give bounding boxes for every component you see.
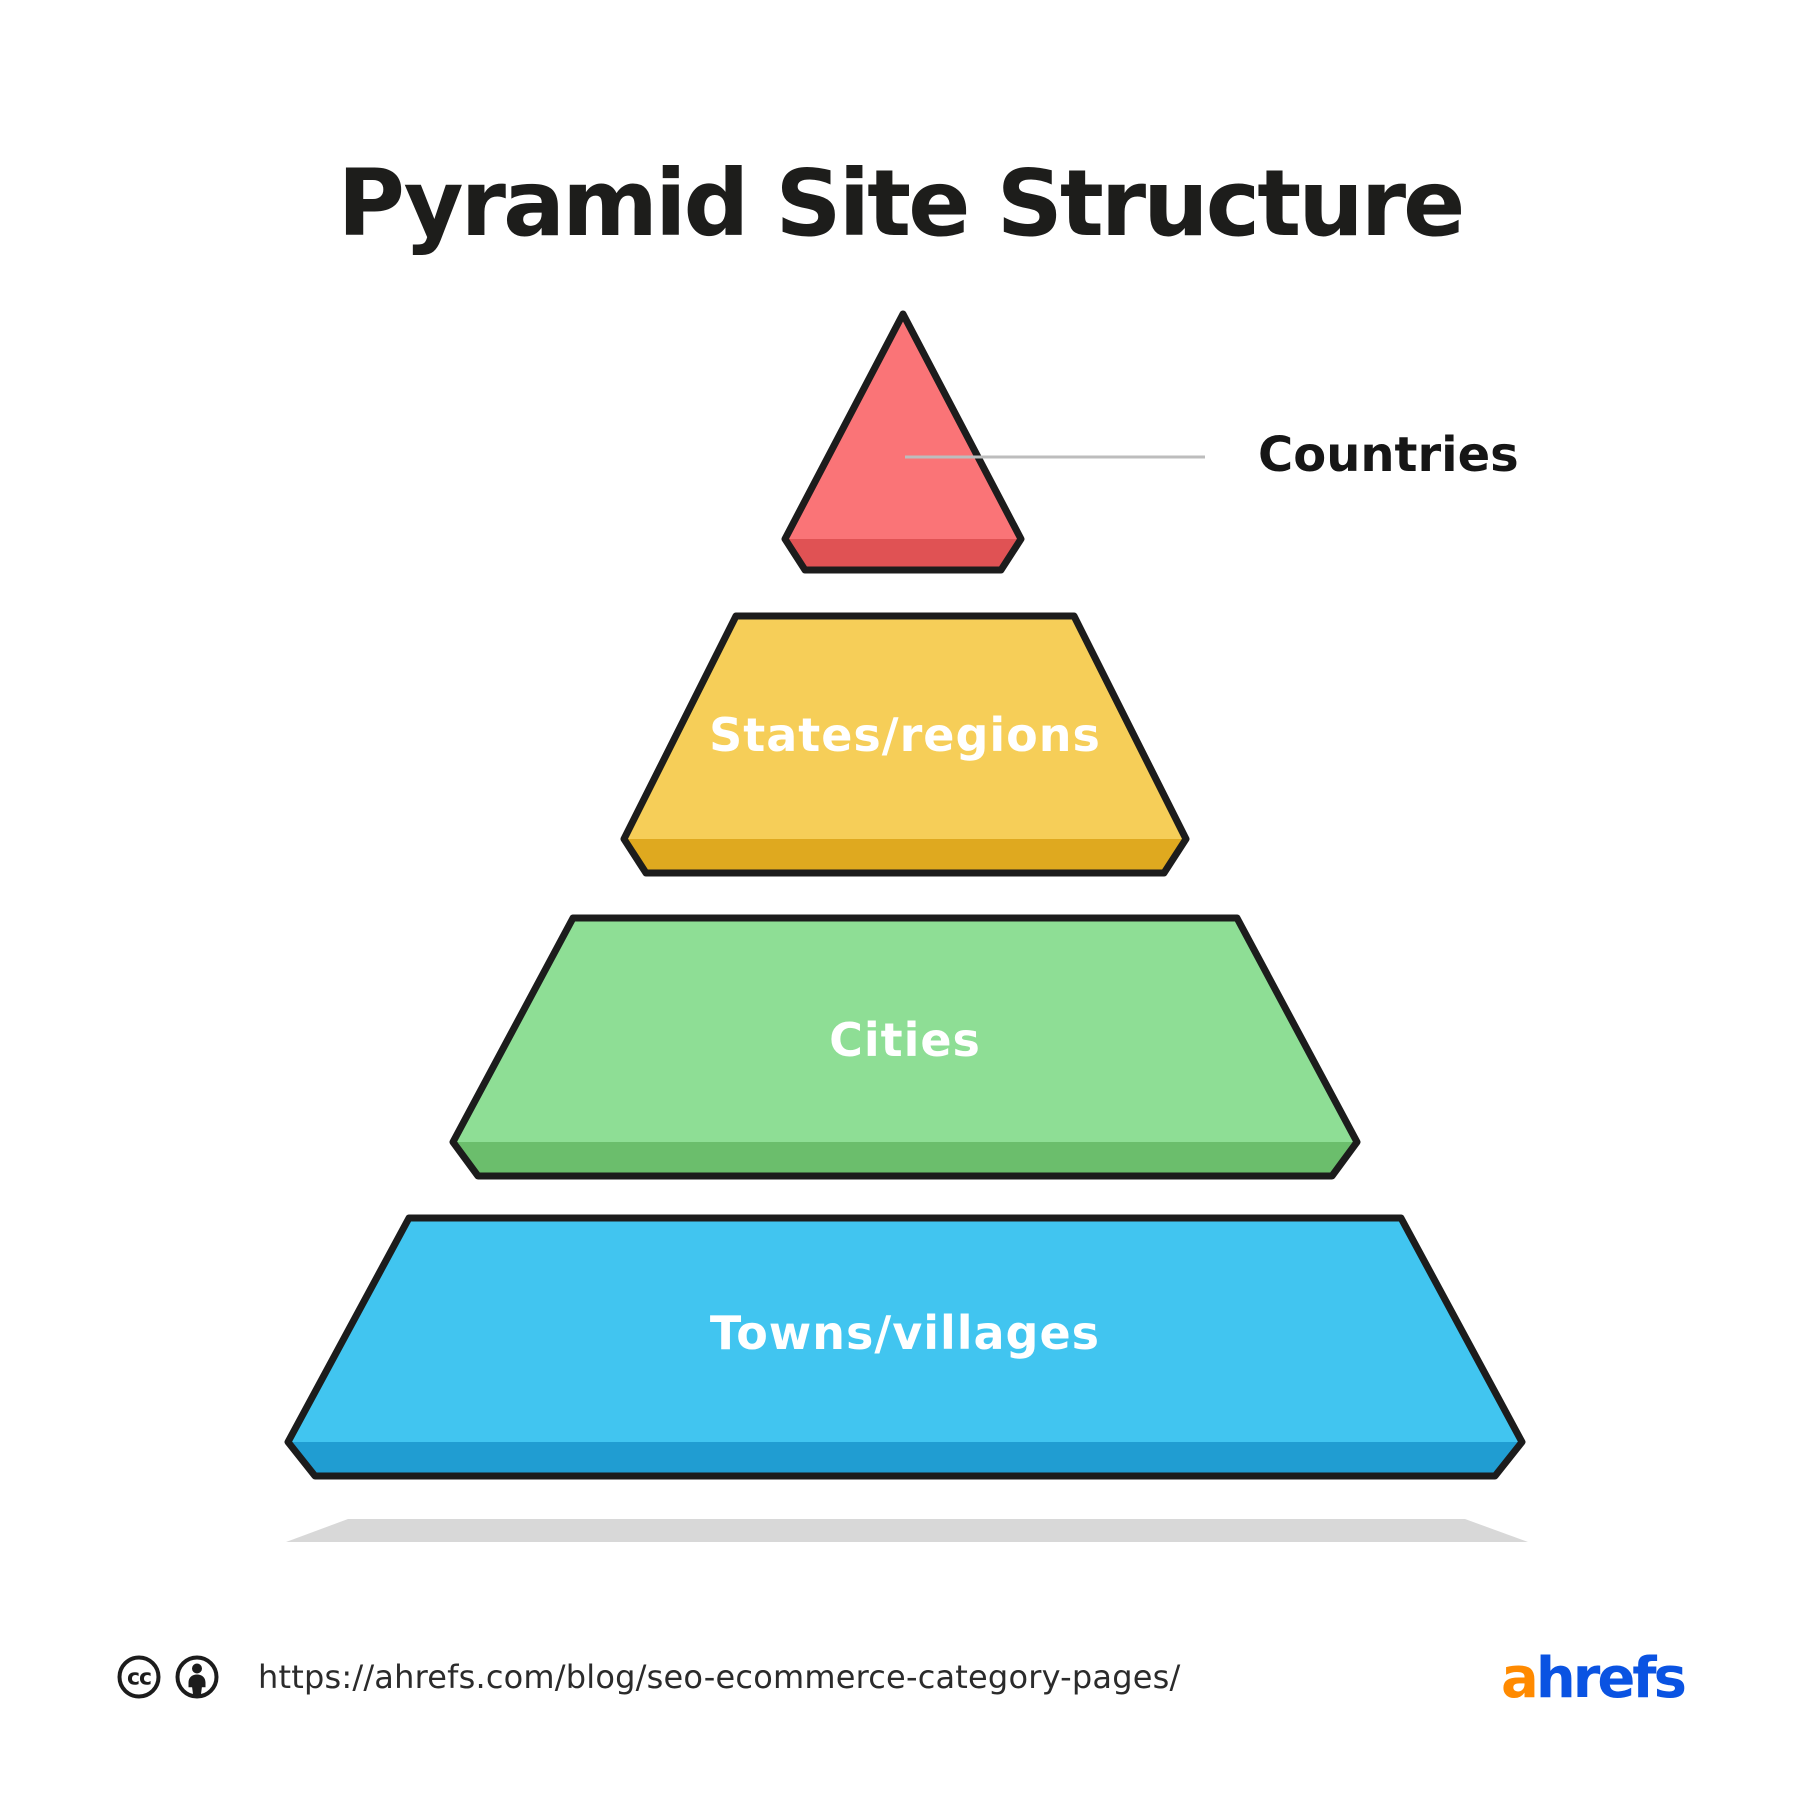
attribution-icon <box>175 1655 219 1699</box>
cc-icon: cc <box>117 1655 161 1699</box>
level-towns-villages-shape <box>284 1214 1526 1480</box>
level-states-regions-shape <box>620 612 1190 877</box>
page-title: Pyramid Site Structure <box>337 149 1466 257</box>
ahrefs-logo-a: a <box>1501 1646 1539 1711</box>
cities-bevel <box>453 1142 1357 1176</box>
svg-text:cc: cc <box>127 1666 151 1691</box>
countries-face <box>785 314 1021 539</box>
countries-outline <box>781 310 1025 574</box>
states-face <box>624 616 1186 839</box>
towns-outline <box>284 1214 1526 1480</box>
ahrefs-logo: ahrefs <box>1501 1646 1687 1711</box>
towns-bevel <box>288 1442 1522 1476</box>
towns-face <box>288 1218 1522 1442</box>
footer-license-bar: cc https://ahrefs.com/blog/seo-ecommerce… <box>116 1652 1180 1702</box>
pyramid-shadow <box>286 1519 1528 1542</box>
level-cities-shape <box>449 914 1361 1180</box>
cities-face <box>453 918 1357 1142</box>
countries-bevel <box>785 539 1021 570</box>
level-label-countries: Countries <box>1258 426 1519 483</box>
ahrefs-logo-hrefs: hrefs <box>1535 1646 1687 1711</box>
states-outline <box>620 612 1190 877</box>
cities-outline <box>449 914 1361 1180</box>
states-bevel <box>624 839 1186 873</box>
level-label-towns-villages: Towns/villages <box>709 1306 1101 1360</box>
level-label-states-regions: States/regions <box>709 708 1101 762</box>
level-label-cities: Cities <box>829 1013 981 1067</box>
level-countries-shape <box>781 310 1025 574</box>
source-url: https://ahrefs.com/blog/seo-ecommerce-ca… <box>258 1658 1181 1696</box>
